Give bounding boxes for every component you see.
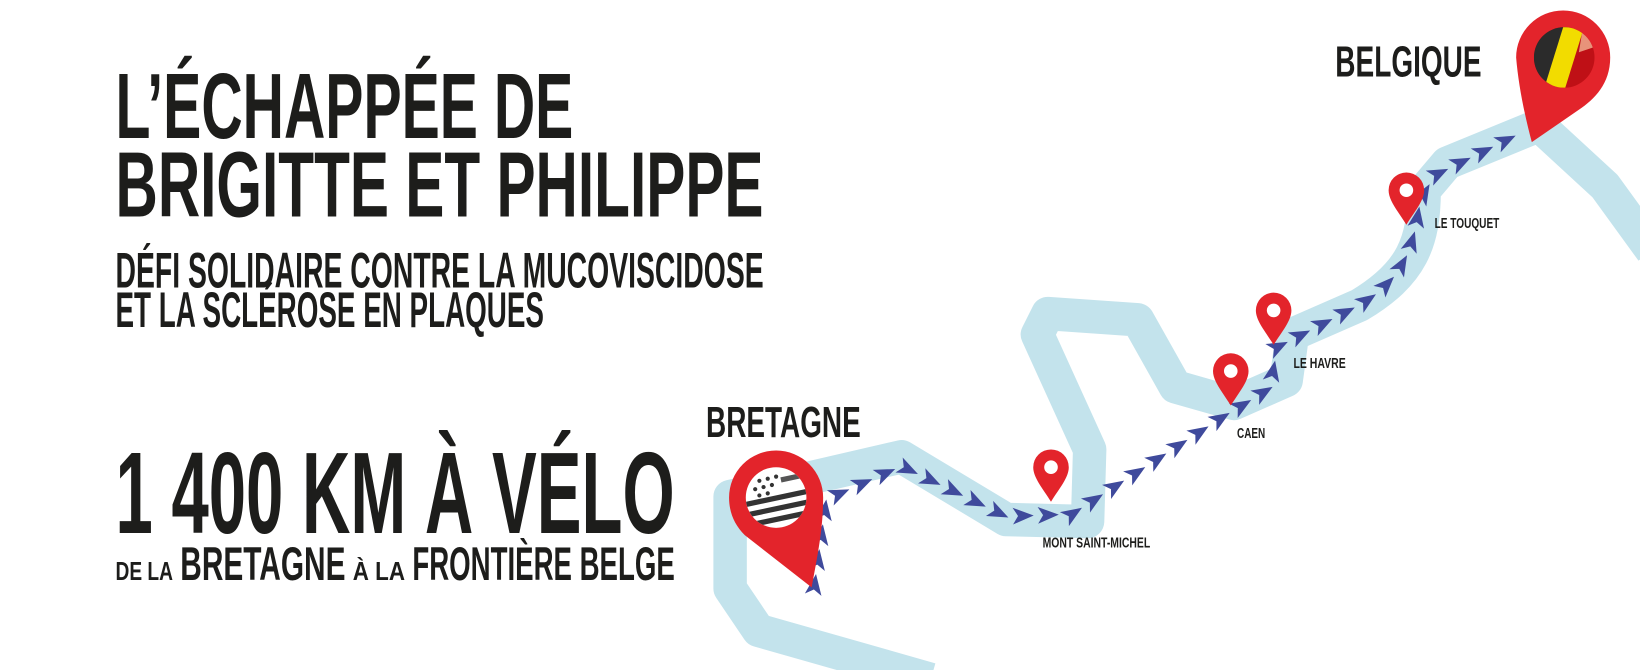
route-arrow-icon <box>895 457 918 475</box>
belgian-flag-icon <box>1533 27 1595 88</box>
end-label: BELGIQUE <box>1335 37 1481 86</box>
route-arrow-icon <box>1080 494 1104 513</box>
route-arrow-icon <box>1037 506 1059 524</box>
belgique-pin-icon[interactable] <box>1516 10 1611 143</box>
route-arrow-icon <box>1144 453 1167 472</box>
route-arrow-icon <box>1425 168 1449 186</box>
route-arrow-icon <box>1389 255 1408 278</box>
title-line-2: BRIGITTE ET PHILIPPE <box>116 134 764 237</box>
route-arrow-icon <box>1012 507 1034 525</box>
route-arrow-icon <box>849 479 873 496</box>
bretagne-pin-icon[interactable] <box>729 450 824 588</box>
route-arrow-icon <box>872 468 896 486</box>
stop-label: LE HAVRE <box>1293 354 1345 371</box>
from-prefix: DE LA <box>116 556 173 586</box>
route-arrow-icon <box>1186 426 1209 445</box>
route-band <box>713 108 1640 670</box>
route-arrow-icon <box>1493 135 1516 153</box>
route-map <box>713 108 1640 670</box>
route-arrow-icon <box>963 490 986 507</box>
to-region: FRONTIÈRE BELGE <box>412 537 674 591</box>
route-arrow-icon <box>1059 507 1082 527</box>
stop-pin-mont-saint-michel[interactable] <box>1033 449 1069 502</box>
route-arrow-icon <box>1407 206 1425 229</box>
route-arrow-icon <box>1123 467 1146 486</box>
start-label: BRETAGNE <box>706 398 861 447</box>
stop-label: CAEN <box>1237 425 1265 441</box>
route-arrow-icon <box>985 500 1009 518</box>
route-arrow-icon <box>826 489 850 506</box>
stop-label: MONT SAINT-MICHEL <box>1043 535 1151 551</box>
route-arrow-icon <box>1265 341 1288 359</box>
distance-headline: 1 400 KM À VÉLO <box>116 429 675 559</box>
route-arrow-icon <box>1470 146 1494 164</box>
stop-label: LE TOUQUET <box>1435 215 1500 231</box>
stop-pin-caen[interactable] <box>1213 353 1249 406</box>
route-arrow-icon <box>1228 399 1252 418</box>
route-arrow-icon <box>1400 231 1417 254</box>
breton-flag-icon <box>745 467 807 528</box>
route-arrow-icon <box>1207 412 1230 432</box>
route-arrow-icon <box>918 468 941 485</box>
title-line-1: L’ÉCHAPPÉE DE <box>116 55 574 159</box>
to-prefix: À LA <box>353 556 405 586</box>
route-arrow-icon <box>1102 480 1125 499</box>
route-arrow-icon <box>1287 330 1311 348</box>
route-arrow-icon <box>1165 439 1188 459</box>
stop-pin-le-touquet[interactable] <box>1388 172 1425 225</box>
route-arrow-icon <box>1332 307 1355 325</box>
route-arrow-icon <box>1448 157 1471 175</box>
route-arrow-icon <box>804 573 822 596</box>
route-arrows <box>804 135 1516 596</box>
route-arrow-icon <box>940 479 964 496</box>
route-arrow-icon <box>1373 276 1395 298</box>
route-arrow-icon <box>1250 386 1273 405</box>
route-arrow-icon <box>1310 318 1333 336</box>
route-arrow-icon <box>1262 360 1280 383</box>
stop-pin-le-havre[interactable] <box>1255 292 1292 345</box>
from-region: BRETAGNE <box>180 538 345 591</box>
subtitle-line-1: DÉFI SOLIDAIRE CONTRE LA MUCOVISCIDOSE <box>116 242 764 299</box>
route-arrow-icon <box>1354 294 1376 313</box>
subtitle-line-2: ET LA SCLÉROSE EN PLAQUES <box>116 281 544 338</box>
